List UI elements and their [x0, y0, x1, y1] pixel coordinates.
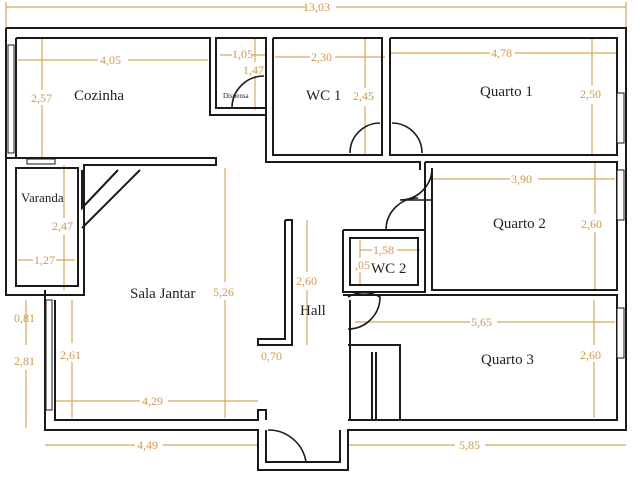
- dim-wc1-depth: 2,45: [353, 89, 374, 103]
- doors: [231, 75, 433, 463]
- walls: [5, 27, 627, 471]
- dim-wc2-depth: ,05: [355, 258, 370, 272]
- dim-quarto3-depth: 2,60: [580, 348, 601, 362]
- room-label-varanda: Varanda: [21, 190, 64, 205]
- dim-varanda-width: 1,27: [34, 253, 55, 267]
- dim-quarto1-width: 4,78: [491, 46, 512, 60]
- room-label-cozinha: Cozinha: [74, 88, 124, 104]
- windows: [7, 44, 625, 411]
- room-label-quarto3: Quarto 3: [481, 352, 534, 368]
- dim-wc2-width: 1,58: [373, 243, 394, 257]
- dim-quarto2-depth: 2,60: [581, 217, 602, 231]
- room-label-wc1: WC 1: [306, 88, 342, 104]
- dim-quarto1-depth: 2,50: [580, 87, 601, 101]
- dim-left-outer: 2,81: [14, 354, 35, 368]
- dim-sala-jantar-width: 4,29: [142, 394, 163, 408]
- dim-sala-lower: 2,61: [60, 348, 81, 362]
- dim-sala-jantar-depth: 5,26: [213, 285, 234, 299]
- room-label-hall: Hall: [300, 303, 326, 319]
- dim-dispensa-width: 1,05: [232, 47, 253, 61]
- room-label-wc2: WC 2: [371, 261, 407, 277]
- dim-bottom-right: 5,85: [459, 438, 480, 452]
- dim-wc1-width: 2,30: [311, 50, 332, 64]
- dim-hall-depth: 2,60: [296, 274, 317, 288]
- dim-cozinha-depth: 2,57: [31, 91, 52, 105]
- dim-quarto3-width: 5,65: [471, 315, 492, 329]
- dim-overall-width: 13,03: [303, 0, 330, 14]
- dim-quarto2-width: 3,90: [511, 172, 532, 186]
- dimension-lines: [5, 2, 627, 446]
- room-label-dispensa: Dispensa: [223, 92, 249, 100]
- room-label-sala-jantar: Sala Jantar: [130, 286, 196, 302]
- dim-cozinha-width: 4,05: [100, 53, 121, 67]
- room-label-quarto2: Quarto 2: [493, 216, 546, 232]
- room-label-quarto1: Quarto 1: [480, 84, 533, 100]
- dim-hall-width: 0,70: [261, 349, 282, 363]
- dim-varanda-depth: 2,47: [52, 219, 73, 233]
- dim-left-small: 0,81: [14, 311, 35, 325]
- dim-dispensa-depth: 1,47: [243, 63, 264, 77]
- dim-bottom-left: 4,49: [137, 438, 158, 452]
